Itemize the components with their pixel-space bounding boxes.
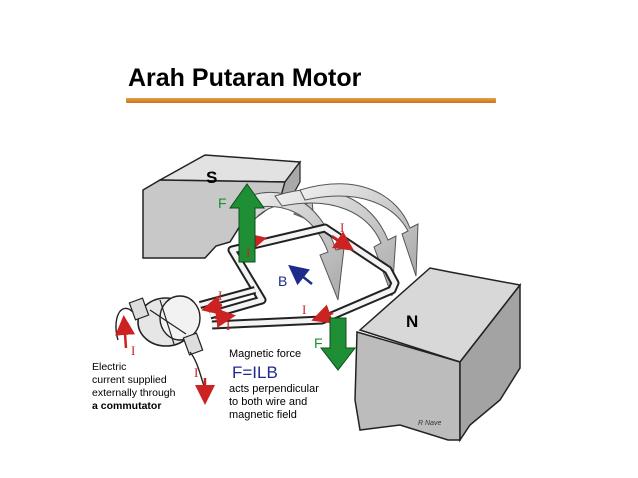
current-label: I (340, 220, 344, 235)
caption-right-heading: Magnetic force (229, 348, 301, 360)
field-label: B (278, 273, 287, 289)
caption-left-line: externally through (92, 387, 176, 399)
magnetic-force-caption: Magnetic force F=ILB acts perpendicular … (229, 348, 319, 421)
formula: F=ILB (232, 363, 278, 382)
force-label-top: F (218, 195, 227, 211)
north-magnet (354, 267, 522, 443)
caption-left-line: current supplied (92, 374, 167, 386)
caption-left-line: a commutator (92, 400, 161, 412)
slide-title: Arah Putaran Motor (128, 64, 362, 92)
current-label: I (302, 302, 306, 317)
current-label: I (246, 245, 250, 260)
caption-left-line: Electric (92, 361, 126, 373)
credit: R Nave (418, 420, 441, 427)
current-label: I (194, 365, 198, 380)
current-arrows (115, 231, 355, 405)
caption-right-line: magnetic field (229, 409, 297, 421)
caption-right-line: to both wire and (229, 396, 307, 408)
current-label: I (131, 343, 135, 358)
caption-right-line: acts perpendicular (229, 383, 319, 395)
force-arrow-down (319, 317, 357, 371)
current-label: I (218, 288, 222, 303)
magnetic-field-vector (288, 264, 313, 286)
commutator (115, 295, 207, 393)
pole-north-label: N (406, 312, 418, 331)
force-arrow-up (229, 183, 265, 263)
pole-south-label: S (206, 168, 217, 187)
title-underline (126, 98, 496, 103)
commutator-caption: Electric current supplied externally thr… (92, 361, 176, 412)
force-label-bottom: F (314, 335, 323, 351)
field-lines (239, 183, 419, 301)
current-label: I (226, 318, 230, 333)
